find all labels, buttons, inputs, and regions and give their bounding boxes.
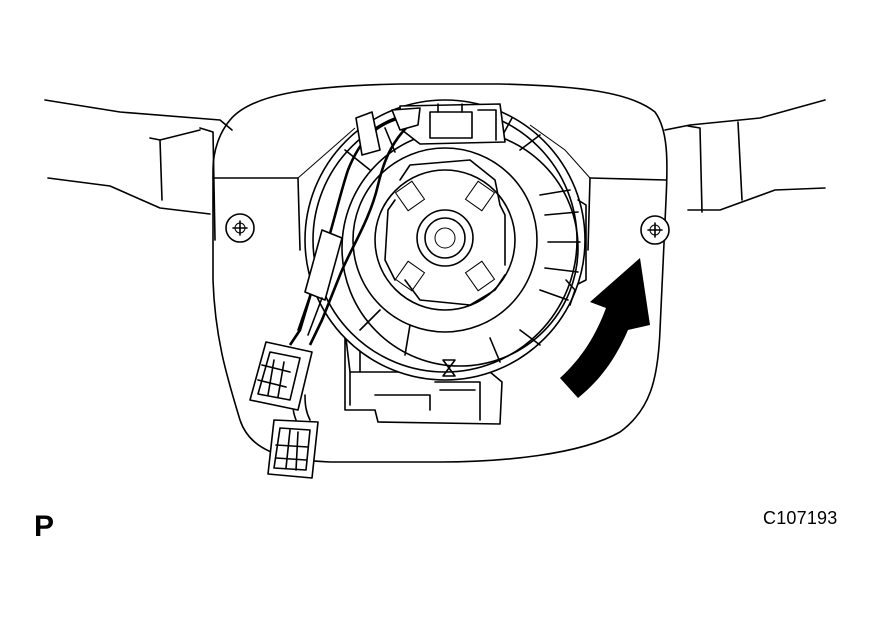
wire-harness: [288, 107, 421, 421]
left-screw: [225, 213, 255, 243]
view-label: P: [34, 510, 55, 543]
lower-connector-lower: [267, 419, 319, 479]
right-screw: [640, 215, 670, 245]
right-combination-switch-lever: [664, 99, 826, 213]
spiral-cable: [304, 99, 587, 425]
left-combination-switch-lever: [44, 99, 233, 241]
figure-code: C107193: [763, 508, 838, 528]
rotation-arrow-icon: [560, 258, 650, 398]
lower-connector-upper: [249, 341, 313, 411]
steering-column-cover: [212, 83, 668, 463]
